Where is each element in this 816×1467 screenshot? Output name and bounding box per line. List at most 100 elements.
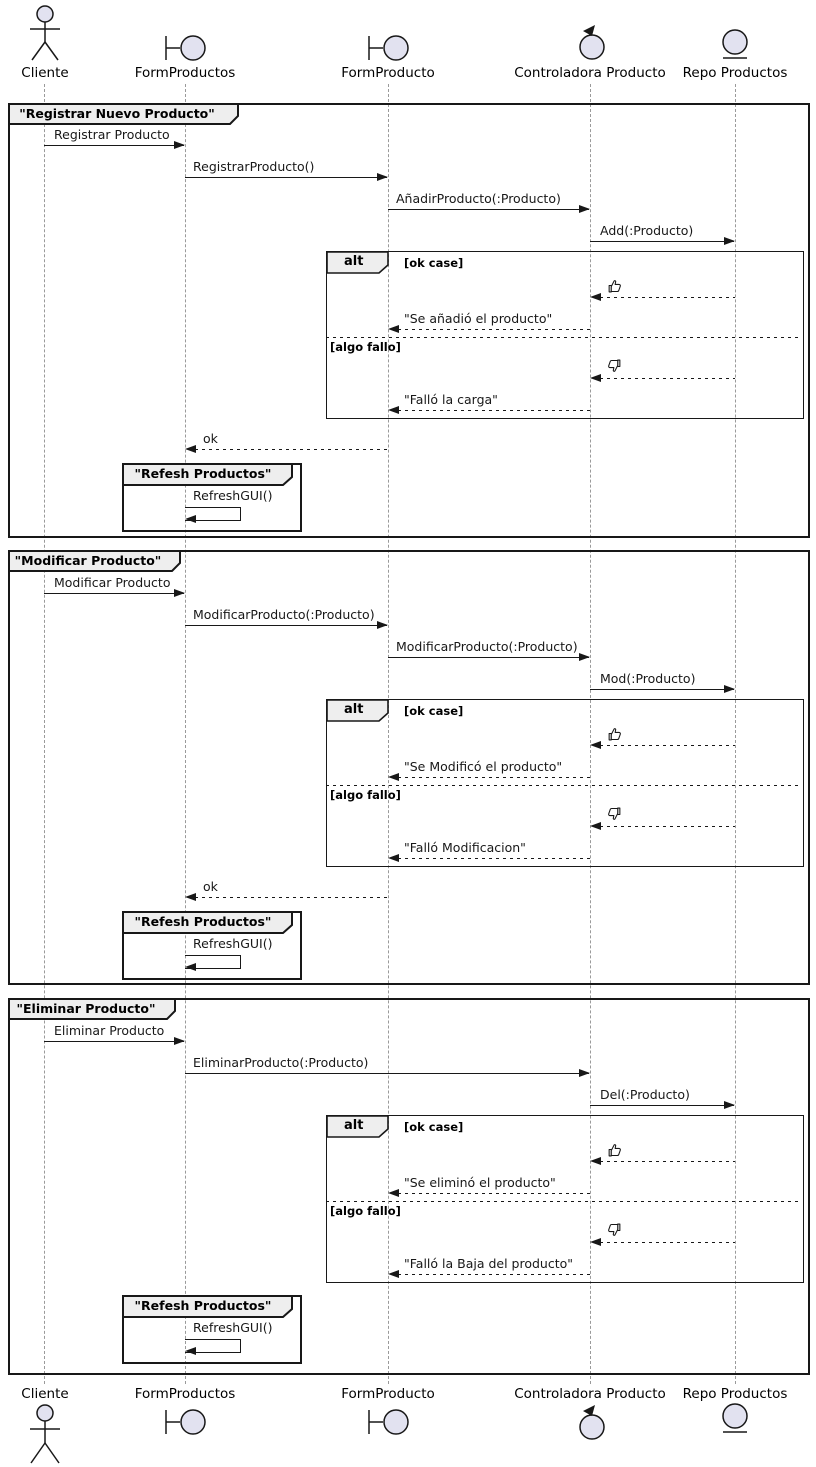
arrowhead <box>388 773 399 781</box>
alt-header <box>326 699 389 722</box>
message-arrow <box>590 241 734 243</box>
group-title: "Modificar Producto" <box>14 553 162 568</box>
message-label: ModificarProducto(:Producto) <box>396 639 578 654</box>
alt-divider <box>326 785 802 787</box>
message-arrow <box>590 689 734 691</box>
lifeline-controladora <box>590 84 591 1384</box>
entity-icon <box>719 28 751 62</box>
message-arrow <box>185 625 387 627</box>
lifeline-formproducto <box>388 84 389 1384</box>
arrowhead <box>388 854 399 862</box>
arrowhead <box>377 621 388 629</box>
actor-icon <box>25 1403 65 1467</box>
self-message-arrow <box>185 507 241 521</box>
group-modificar-producto <box>8 550 810 985</box>
message-label: ModificarProducto(:Producto) <box>193 607 375 622</box>
control-icon <box>576 24 608 62</box>
alt-header <box>326 251 389 274</box>
message-label: ok <box>203 879 218 894</box>
arrowhead <box>724 685 735 693</box>
message-label: EliminarProducto(:Producto) <box>193 1055 369 1070</box>
return-arrow <box>593 826 735 828</box>
message-label: RegistrarProducto() <box>193 159 315 174</box>
self-message-arrow <box>185 1339 241 1353</box>
arrowhead <box>388 325 399 333</box>
arrowhead <box>590 1238 601 1246</box>
group-header <box>8 103 239 125</box>
boundary-icon <box>366 33 412 63</box>
arrowhead <box>185 515 196 523</box>
group-title: "Refesh Productos" <box>134 914 272 929</box>
arrowhead <box>388 406 399 414</box>
participant-label-formproducto-top: FormProducto <box>341 65 435 81</box>
arrowhead <box>388 1189 399 1197</box>
arrowhead <box>388 1270 399 1278</box>
group-header <box>8 550 181 572</box>
return-arrow <box>391 329 590 331</box>
message-label: RefreshGUI() <box>193 488 273 503</box>
arrowhead <box>185 893 196 901</box>
message-label: RefreshGUI() <box>193 936 273 951</box>
message-label: Eliminar Producto <box>54 1023 165 1038</box>
return-arrow <box>593 1242 735 1244</box>
participant-label-repo-top: Repo Productos <box>682 65 788 81</box>
message-label: Registrar Producto <box>54 127 170 142</box>
message-label: Add(:Producto) <box>600 223 694 238</box>
lifeline-cliente <box>44 84 45 1384</box>
alt-keyword: alt <box>344 1118 364 1133</box>
arrowhead <box>590 374 601 382</box>
participant-label-formproductos-top: FormProductos <box>134 65 236 81</box>
participant-label-repo-bottom: Repo Productos <box>682 1386 788 1402</box>
group-header <box>122 1295 293 1318</box>
group-registrar-nuevo-producto <box>8 103 810 538</box>
message-label: Modificar Producto <box>54 575 171 590</box>
message-arrow <box>185 1073 589 1075</box>
boundary-icon <box>163 1407 209 1437</box>
alt-header <box>326 1115 389 1138</box>
arrowhead <box>174 589 185 597</box>
message-arrow <box>388 209 589 211</box>
group-eliminar-producto <box>8 998 810 1375</box>
message-arrow <box>44 145 184 147</box>
arrowhead <box>724 237 735 245</box>
alt-keyword: alt <box>344 702 364 717</box>
return-arrow <box>391 858 590 860</box>
boundary-icon <box>366 1407 412 1437</box>
guard-ok: [ok case] <box>404 256 464 270</box>
participant-label-formproductos-bottom: FormProductos <box>134 1386 236 1402</box>
thumbs-up-icon <box>607 726 622 741</box>
message-arrow <box>388 657 589 659</box>
participant-label-cliente-top: Cliente <box>21 65 69 81</box>
message-label: "Falló la carga" <box>404 392 498 407</box>
return-arrow <box>593 1161 735 1163</box>
group-header <box>8 998 176 1020</box>
group-title: "Eliminar Producto" <box>16 1001 156 1016</box>
arrowhead <box>377 173 388 181</box>
group-header <box>122 463 293 486</box>
message-label: "Se Modificó el producto" <box>404 759 563 774</box>
thumbs-down-icon <box>607 359 622 374</box>
arrowhead <box>590 822 601 830</box>
return-arrow <box>593 745 735 747</box>
return-arrow <box>188 897 388 899</box>
return-arrow <box>391 1193 590 1195</box>
arrowhead <box>579 1069 590 1077</box>
participant-label-controladora-top: Controladora Producto <box>514 65 666 81</box>
thumbs-up-icon <box>607 278 622 293</box>
arrowhead <box>174 1037 185 1045</box>
thumbs-up-icon <box>607 1142 622 1157</box>
message-label: RefreshGUI() <box>193 1320 273 1335</box>
guard-ok: [ok case] <box>404 1120 464 1134</box>
message-arrow <box>44 1041 184 1043</box>
arrowhead <box>590 741 601 749</box>
arrowhead <box>579 653 590 661</box>
group-title: "Refesh Productos" <box>134 466 272 481</box>
participant-label-controladora-bottom: Controladora Producto <box>514 1386 666 1402</box>
message-label: Del(:Producto) <box>600 1087 690 1102</box>
arrowhead <box>185 1347 196 1355</box>
message-label: AñadirProducto(:Producto) <box>396 191 561 206</box>
alt-fragment <box>326 1115 804 1283</box>
group-title: "Refesh Productos" <box>134 1298 272 1313</box>
arrowhead <box>185 445 196 453</box>
